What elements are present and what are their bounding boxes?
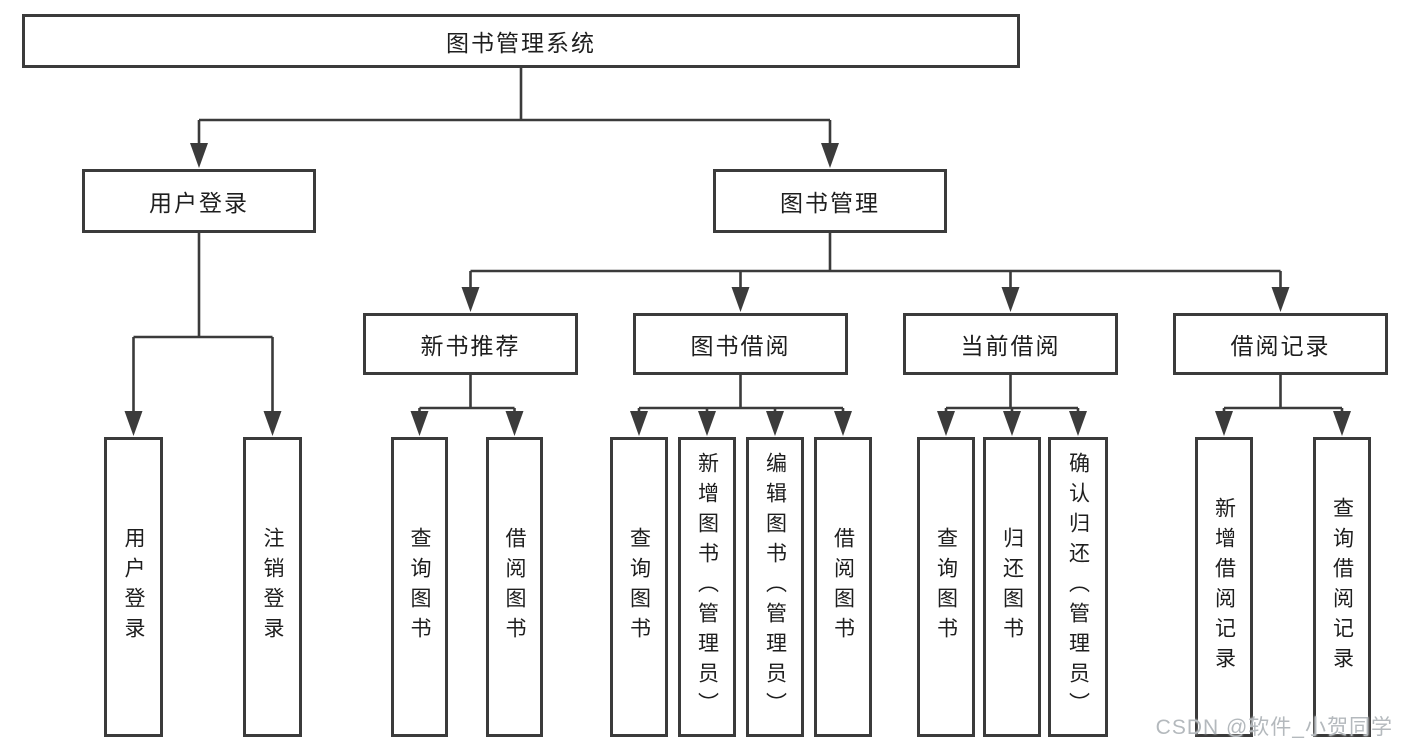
node-label: 编辑图书（管理员）	[763, 452, 787, 722]
node-label: 图书管理系统	[446, 30, 596, 56]
node-label: 当前借阅	[960, 333, 1061, 359]
node-label: 查询图书	[627, 527, 651, 647]
arrowhead-icon	[1069, 411, 1087, 436]
edge-from-new-books	[418, 375, 516, 415]
node-label: 借阅图书	[831, 527, 855, 647]
arrowhead-icon	[1271, 287, 1290, 312]
node-label: 借阅图书	[503, 527, 526, 647]
edge-from-current	[944, 375, 1080, 415]
edge-from-records	[1222, 375, 1344, 415]
node-logout: 注销登录	[243, 437, 302, 737]
arrowhead-icon	[1001, 287, 1020, 312]
node-borrow: 图书借阅	[633, 313, 848, 375]
arrowhead-icon	[937, 411, 955, 436]
node-nb-query: 查询图书	[391, 437, 448, 737]
arrowhead-icon	[190, 143, 208, 168]
node-b-add: 新增图书（管理员）	[678, 437, 736, 737]
edge-from-root	[197, 68, 832, 147]
node-label: 新书推荐	[420, 333, 521, 359]
arrowhead-icon	[821, 143, 839, 168]
arrowhead-icon	[410, 411, 429, 436]
arrowhead-icon	[630, 411, 648, 436]
node-user-login: 用户登录	[82, 169, 316, 233]
node-login: 用户登录	[104, 437, 163, 737]
node-nb-borrow: 借阅图书	[486, 437, 543, 737]
node-b-query: 查询图书	[610, 437, 668, 737]
watermark: CSDN @软件_小贺同学	[1155, 716, 1393, 739]
node-b-edit: 编辑图书（管理员）	[746, 437, 804, 737]
node-label: 查询借阅记录	[1330, 497, 1354, 677]
node-label: 图书借阅	[690, 333, 791, 359]
node-r-add: 新增借阅记录	[1195, 437, 1253, 737]
node-root: 图书管理系统	[22, 14, 1020, 68]
node-label: 确认归还（管理员）	[1066, 452, 1090, 722]
arrowhead-icon	[124, 411, 143, 436]
node-label: 归还图书	[1000, 527, 1024, 647]
arrowhead-icon	[263, 411, 282, 436]
arrowhead-icon	[766, 411, 784, 436]
edge-from-book-mgmt	[469, 233, 1282, 291]
node-label: 新增借阅记录	[1212, 497, 1236, 677]
node-current: 当前借阅	[903, 313, 1118, 375]
node-c-query: 查询图书	[917, 437, 975, 737]
arrowhead-icon	[505, 411, 524, 436]
arrowhead-icon	[1003, 411, 1021, 436]
node-label: 注销登录	[261, 527, 284, 647]
arrowhead-icon	[461, 287, 480, 312]
node-c-confirm: 确认归还（管理员）	[1048, 437, 1108, 737]
arrowhead-icon	[834, 411, 852, 436]
node-r-query: 查询借阅记录	[1313, 437, 1371, 737]
node-c-return: 归还图书	[983, 437, 1041, 737]
node-book-mgmt: 图书管理	[713, 169, 947, 233]
node-label: 查询图书	[934, 527, 958, 647]
node-new-books: 新书推荐	[363, 313, 578, 375]
node-label: 新增图书（管理员）	[695, 452, 719, 722]
node-label: 借阅记录	[1230, 333, 1331, 359]
edge-from-user-login	[132, 233, 274, 415]
node-label: 图书管理	[780, 190, 880, 216]
arrowhead-icon	[1333, 411, 1351, 436]
arrowhead-icon	[1215, 411, 1233, 436]
node-b-borrow: 借阅图书	[814, 437, 872, 737]
arrowhead-icon	[731, 287, 750, 312]
node-label: 用户登录	[149, 190, 249, 216]
node-label: 用户登录	[122, 527, 145, 647]
edge-from-borrow	[637, 375, 845, 415]
node-records: 借阅记录	[1173, 313, 1388, 375]
node-label: 查询图书	[408, 527, 431, 647]
arrowhead-icon	[698, 411, 716, 436]
